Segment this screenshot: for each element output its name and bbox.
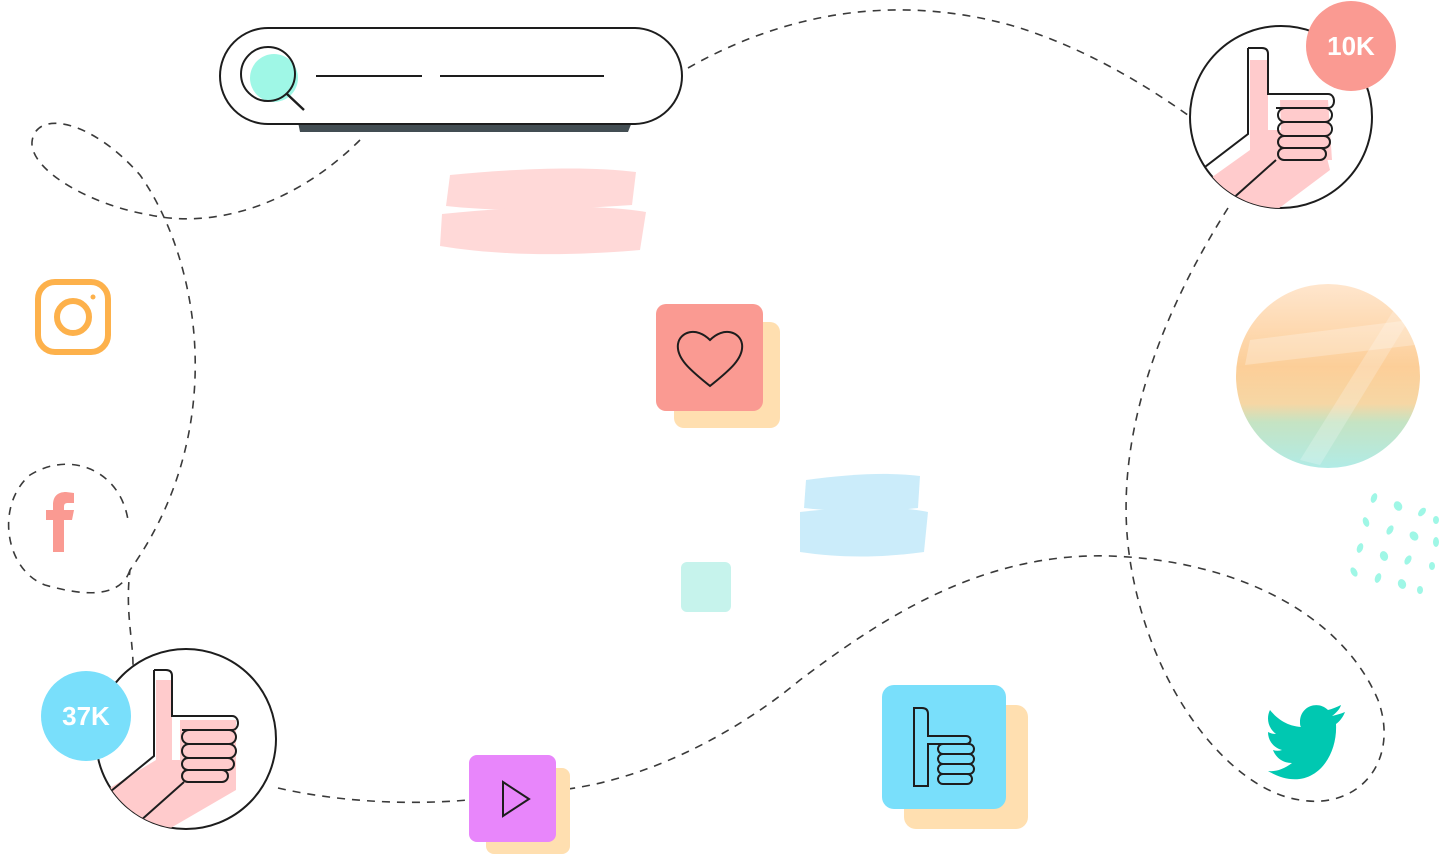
mint-dots	[1350, 493, 1439, 594]
badge-10k-text: 10K	[1327, 31, 1375, 61]
play-icon	[502, 780, 531, 818]
play-card	[469, 755, 570, 854]
blue-brush-strokes	[800, 473, 928, 557]
thumbs-up-icon	[913, 707, 975, 787]
badge-10k: 10K	[1306, 1, 1396, 91]
dashed-path-top	[687, 9, 1193, 119]
facebook-icon	[46, 492, 74, 552]
dashed-path-bottom-left	[277, 787, 469, 804]
instagram-icon	[35, 279, 111, 355]
dashed-path-left-loop	[31, 122, 361, 666]
thumbs-up-icon	[1190, 47, 1335, 208]
search-bar[interactable]	[219, 27, 683, 132]
watercolor-circle	[1236, 284, 1420, 468]
heart-card	[656, 304, 780, 428]
heart-icon	[676, 330, 744, 388]
search-icon	[240, 46, 305, 111]
mint-square	[681, 562, 731, 612]
thumbs-up-card	[882, 685, 1028, 829]
thumbs-up-circle-top-right: 10K	[1189, 1, 1396, 209]
badge-37k: 37K	[41, 671, 131, 761]
twitter-icon	[1268, 705, 1345, 780]
badge-37k-text: 37K	[62, 701, 110, 731]
dashed-path-facebook-loop	[7, 463, 131, 594]
dashed-path-right	[559, 207, 1385, 803]
pink-brush-strokes	[440, 168, 646, 255]
dashed-paths	[7, 9, 1385, 804]
thumbs-up-circle-bottom-left: 37K	[41, 648, 277, 830]
